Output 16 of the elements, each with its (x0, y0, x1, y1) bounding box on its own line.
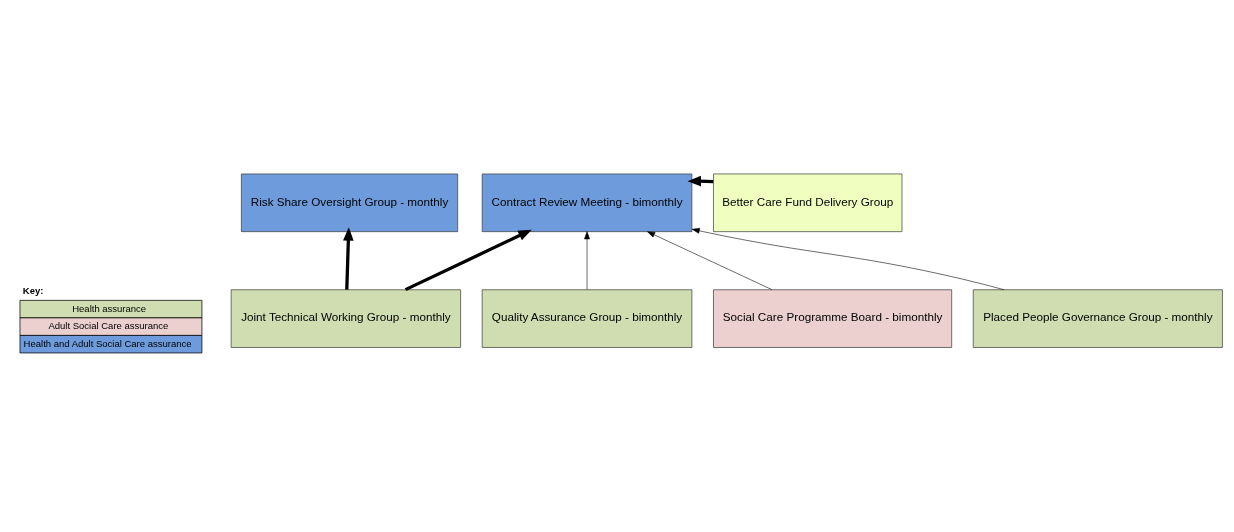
arrow (404, 229, 532, 292)
arrow (691, 228, 1005, 290)
arrow (343, 227, 354, 290)
node-box: Placed People Governance Group - monthly (972, 289, 1223, 348)
legend-label: Health and Adult Social Care assurance (23, 337, 192, 349)
node-box: Better Care Fund Delivery Group (713, 173, 903, 232)
legend-label: Health assurance (72, 302, 147, 314)
arrow (584, 231, 590, 290)
node-box: Joint Technical Working Group - monthly (230, 289, 461, 348)
node-box: Contract Review Meeting - bimonthly (481, 173, 693, 232)
node-box: Quality Assurance Group - bimonthly (481, 289, 693, 348)
node-box: Social Care Programme Board - bimonthly (713, 289, 953, 348)
legend-label: Adult Social Care assurance (48, 320, 169, 332)
arrow (647, 231, 773, 290)
label: Key: (22, 285, 44, 297)
node-box: Risk Share Oversight Group - monthly (241, 173, 459, 232)
